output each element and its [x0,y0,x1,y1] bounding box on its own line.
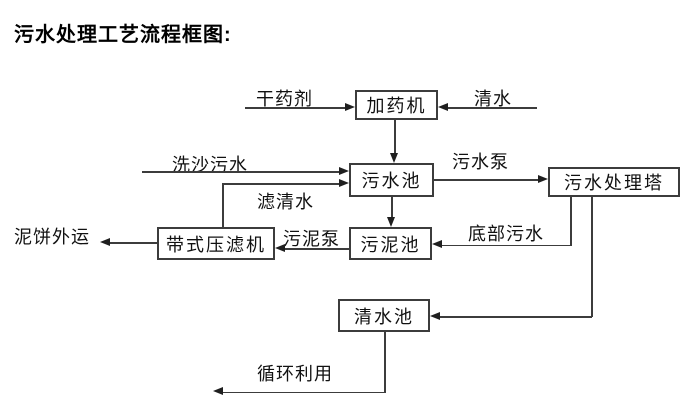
sludge-pump-arrowhead [275,244,285,252]
label-sand-washing-sewage: 洗沙污水 [172,155,248,175]
tower-to-clearpool-line [439,316,592,318]
clear-water-line [448,107,537,109]
page-title: 污水处理工艺流程框图: [14,24,232,46]
tower-to-clearpool-vline [591,197,593,317]
bottom-sewage-arrowhead [432,240,442,248]
node-sewage-pool: 污水池 [349,163,434,197]
filtered-water-line [222,183,340,185]
recycle-line [222,391,385,393]
label-filtered-clear-water: 滤清水 [257,192,314,212]
mud-cake-arrowhead [100,238,110,246]
dry-agent-arrowhead [345,103,355,111]
recycle-vline [384,332,386,393]
node-sludge-pool: 污泥池 [349,227,432,260]
node-belt-filter-press: 带式压滤机 [157,227,275,260]
sewage-to-sludge-line [391,197,393,218]
recycle-arrowhead [213,387,223,395]
node-clear-water-pool: 清水池 [338,299,430,332]
label-bottom-sewage: 底部污水 [468,224,544,244]
filtered-water-arrowhead [339,179,349,187]
label-sludge-pump: 污泥泵 [283,229,340,249]
node-sewage-treatment-tower: 污水处理塔 [548,167,680,197]
dosing-to-sewage-arrowhead [390,153,398,163]
bottom-sewage-vline [570,197,572,246]
mud-cake-line [109,242,157,244]
dry-agent-line [245,107,346,109]
label-recycled-use: 循环利用 [257,364,333,384]
dosing-to-sewage-line [394,120,396,154]
sewage-pump-line [434,179,539,181]
filtered-water-vline [222,183,224,227]
label-mud-cake-outbound: 泥饼外运 [14,227,90,247]
sand-washing-arrowhead [339,167,349,175]
sewage-pump-arrowhead [538,175,548,183]
bottom-sewage-line [441,244,571,246]
label-clear-water-in: 清水 [474,89,512,109]
sludge-pump-line [284,248,349,250]
label-sewage-pump: 污水泵 [452,152,509,172]
label-dry-agent: 干药剂 [256,89,313,109]
tower-to-clearpool-arrowhead [430,312,440,320]
clear-water-arrowhead [438,103,448,111]
sewage-to-sludge-arrowhead [387,217,395,227]
node-dosing-machine: 加药机 [355,90,438,120]
sand-washing-line [142,171,340,173]
